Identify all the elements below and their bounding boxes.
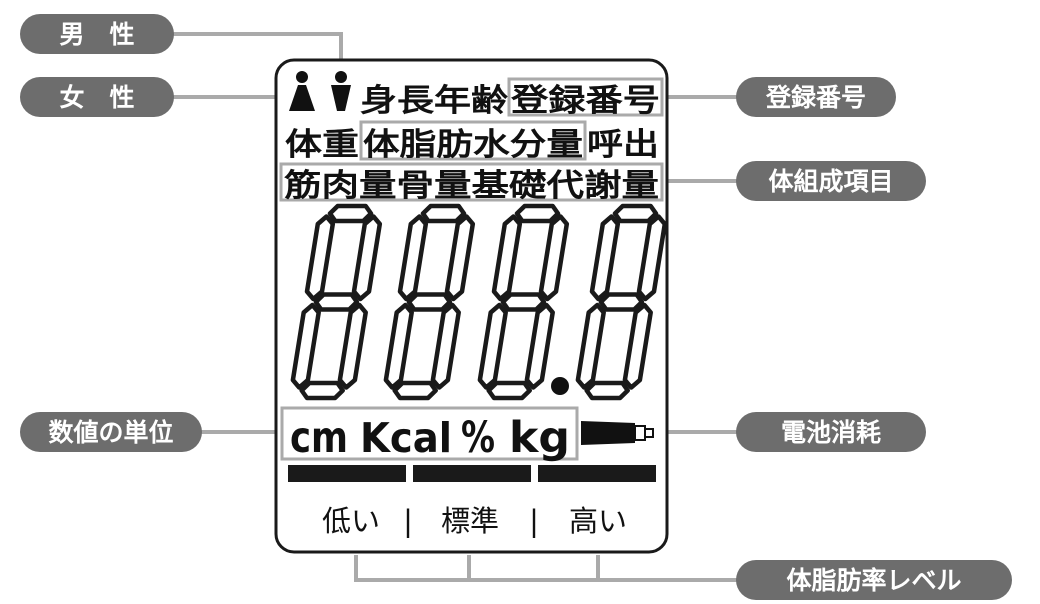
callout-numeric-unit: 数値の単位 — [20, 412, 202, 452]
segment-e — [575, 302, 606, 390]
segment-digit-3 — [477, 203, 570, 401]
body-composition-label: 筋肉量骨量基礎代謝量 — [284, 168, 659, 204]
segment-c — [337, 302, 368, 390]
segment-g — [500, 292, 547, 312]
segment-c — [430, 302, 461, 390]
segment-b — [538, 214, 570, 302]
battery-icon — [581, 421, 654, 445]
lcd-panel: 身長年齢 登録番号 体重 体脂肪水分量 呼出 筋肉量骨量基礎代謝量 cm Kca… — [274, 58, 669, 554]
segment-d — [486, 380, 532, 401]
segment-d — [299, 380, 345, 401]
level-label-high: 高い — [569, 504, 627, 538]
segment-c — [622, 302, 653, 390]
unit-kcal: Kcal — [360, 414, 452, 462]
unit-kg: kg — [509, 413, 570, 463]
level-separator-1: | — [403, 504, 413, 538]
recall-label: 呼出 — [587, 127, 659, 163]
segment-digit-display — [290, 203, 668, 401]
unit-cm: cm — [290, 413, 348, 463]
segment-e — [290, 302, 321, 390]
segment-f — [491, 214, 523, 302]
registration-label: 登録番号 — [510, 83, 660, 119]
segment-a — [327, 203, 374, 224]
segment-g — [406, 292, 453, 312]
height-age-label: 身長年齢 — [360, 83, 508, 119]
segment-digit-2 — [383, 203, 476, 401]
callout-body-composition: 体組成項目 — [736, 161, 926, 201]
segment-a — [514, 203, 561, 224]
segment-digit-4 — [575, 203, 668, 401]
segment-g — [598, 292, 645, 312]
callout-female: 女 性 — [20, 77, 174, 117]
callout-male-label: 男 性 — [59, 20, 134, 49]
segment-b — [636, 214, 668, 302]
callout-male: 男 性 — [20, 14, 174, 54]
registration-frame — [507, 77, 664, 117]
segment-e — [383, 302, 414, 390]
body-fat-water-label: 体脂肪水分量 — [363, 127, 583, 163]
level-label-low: 低い — [322, 504, 380, 538]
segment-a — [420, 203, 467, 224]
callout-registration-label: 登録番号 — [765, 83, 866, 112]
connector-male — [172, 32, 343, 60]
connector-lines — [172, 32, 738, 582]
segment-a — [612, 203, 659, 224]
segment-b — [444, 214, 476, 302]
segment-c — [524, 302, 555, 390]
segment-f — [589, 214, 621, 302]
unit-frame — [280, 406, 579, 461]
decimal-point — [551, 377, 569, 395]
body-composition-frame — [279, 162, 664, 202]
callout-female-label: 女 性 — [59, 83, 134, 112]
level-bar-low — [288, 465, 406, 482]
weight-label: 体重 — [285, 127, 359, 163]
body-fat-water-frame — [359, 120, 587, 161]
segment-d — [392, 380, 438, 401]
callout-battery: 電池消耗 — [736, 412, 926, 452]
level-bar-standard — [413, 465, 531, 482]
female-icon — [289, 71, 315, 111]
segment-f — [304, 214, 336, 302]
callout-body-fat-level: 体脂肪率レベル — [736, 560, 1012, 600]
segment-e — [477, 302, 508, 390]
segment-g — [313, 292, 360, 312]
segment-b — [351, 214, 383, 302]
callout-numeric-unit-label: 数値の単位 — [48, 418, 173, 447]
male-icon — [331, 71, 351, 111]
level-separator-2: | — [529, 504, 539, 538]
level-bar-high — [538, 465, 656, 482]
callout-body-composition-label: 体組成項目 — [768, 167, 893, 196]
callout-battery-label: 電池消耗 — [781, 418, 881, 447]
segment-f — [397, 214, 429, 302]
segment-digit-1 — [290, 203, 383, 401]
connector-level — [354, 555, 738, 582]
callout-body-fat-level-label: 体脂肪率レベル — [786, 566, 961, 595]
callout-registration-number: 登録番号 — [736, 77, 896, 117]
segment-d — [584, 380, 630, 401]
level-label-standard: 標準 — [441, 504, 499, 538]
unit-percent: % — [461, 413, 495, 463]
